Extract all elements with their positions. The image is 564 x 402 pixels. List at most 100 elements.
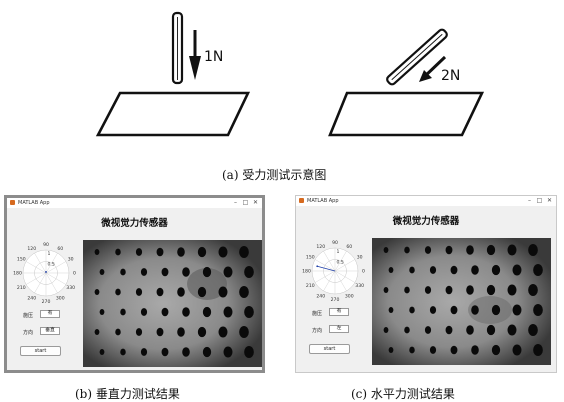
close-button[interactable]: ✕ (252, 199, 259, 206)
force-vector-tip (316, 265, 319, 268)
polar-angle-label: 300 (56, 295, 65, 301)
marker-dot (135, 328, 143, 336)
marker-dot (218, 286, 228, 298)
maximize-button[interactable]: □ (536, 197, 543, 204)
marker-dot (512, 304, 522, 316)
marker-dot (244, 306, 254, 318)
title-bar: MATLAB App – □ ✕ (296, 196, 556, 206)
marker-dot (533, 264, 543, 276)
marker-dot (99, 269, 105, 275)
marker-dot (424, 246, 432, 254)
marker-dot (94, 249, 100, 255)
polar-angle-label: 240 (316, 293, 325, 299)
polar-angle-label: 90 (43, 242, 49, 248)
polar-angle-label: 30 (357, 254, 363, 260)
polar-spoke (45, 261, 67, 274)
polar-angle-label: 330 (66, 285, 75, 291)
title-bar: MATLAB App – □ ✕ (7, 198, 262, 208)
marker-dot (218, 246, 228, 258)
marker-dot (115, 288, 121, 296)
marker-dot (177, 327, 185, 337)
marker-dot (156, 287, 164, 297)
polar-angle-label: 120 (316, 244, 325, 250)
marker-dot (177, 247, 185, 257)
marker-dot (135, 288, 143, 296)
test-surface-left (95, 91, 251, 137)
marker-dot (202, 306, 212, 318)
maximize-button[interactable]: □ (242, 199, 249, 206)
marker-dot (466, 245, 474, 255)
matlab-icon (10, 200, 15, 205)
polar-angle-label: 330 (355, 283, 364, 289)
polar-angle-label: 150 (306, 254, 315, 260)
marker-dot (445, 245, 453, 255)
marker-dot (161, 307, 169, 317)
test-surface-right (328, 91, 485, 137)
caption-c: (c) 水平力测试结果 (351, 387, 455, 401)
polar-angle-label: 150 (17, 256, 26, 262)
close-button[interactable]: ✕ (546, 197, 553, 204)
polar-spoke (334, 250, 347, 272)
marker-dot (445, 325, 453, 335)
caption-a: (a) 受力测试示意图 (222, 168, 327, 182)
marker-dot (409, 346, 415, 354)
marker-dot (223, 306, 233, 318)
marker-dot (404, 326, 410, 334)
polar-radius-label: 1 (48, 251, 51, 257)
force-status-field[interactable]: 有 (329, 308, 349, 316)
polar-spoke (25, 272, 47, 285)
marker-dot (388, 307, 394, 313)
direction-field[interactable]: 左 (329, 325, 349, 333)
direction-label: 方向 (312, 328, 323, 334)
marker-dot (533, 344, 543, 356)
marker-dot (218, 326, 228, 338)
polar-spoke (323, 250, 336, 272)
marker-dot (197, 286, 207, 298)
marker-dot (491, 264, 501, 276)
app-title: 微视觉力传感器 (101, 218, 168, 229)
marker-dot (239, 286, 249, 298)
marker-dot (202, 346, 212, 358)
marker-dot (429, 306, 437, 314)
marker-dot (244, 346, 254, 358)
marker-dot (120, 308, 126, 316)
marker-dot (94, 329, 100, 335)
marker-dot (450, 305, 458, 315)
matlab-icon (299, 198, 304, 203)
force-status-field[interactable]: 有 (40, 310, 60, 318)
marker-dot (528, 324, 538, 336)
polar-angle-label: 30 (68, 256, 74, 262)
marker-dot (182, 347, 190, 357)
start-button[interactable]: start (20, 346, 61, 356)
polar-angle-label: 270 (331, 297, 340, 303)
minimize-button[interactable]: – (234, 199, 237, 206)
marker-dot (140, 308, 148, 316)
marker-dot (197, 246, 207, 258)
marker-dot (466, 325, 474, 335)
marker-dot (404, 286, 410, 294)
marker-dot (202, 266, 212, 278)
direction-field[interactable]: 垂直 (40, 327, 60, 335)
marker-dot (388, 267, 394, 273)
window-title: MATLAB App (307, 198, 339, 204)
marker-dot (471, 265, 479, 275)
marker-dot (244, 266, 254, 278)
force-label-2: 2N (441, 68, 460, 84)
force-label: 施压 (312, 311, 323, 317)
marker-dot (140, 268, 148, 276)
marker-dot (533, 304, 543, 316)
polar-spoke (323, 270, 336, 292)
polar-spoke (334, 270, 347, 292)
marker-dot (156, 247, 164, 257)
polar-angle-label: 0 (362, 269, 365, 275)
start-button[interactable]: start (309, 344, 350, 354)
minimize-button[interactable]: – (528, 197, 531, 204)
marker-dot (120, 268, 126, 276)
marker-dot (491, 344, 501, 356)
polar-angle-label: 210 (306, 283, 315, 289)
marker-dot (471, 345, 479, 355)
tilted-probe (386, 28, 448, 86)
marker-dot (466, 285, 474, 295)
